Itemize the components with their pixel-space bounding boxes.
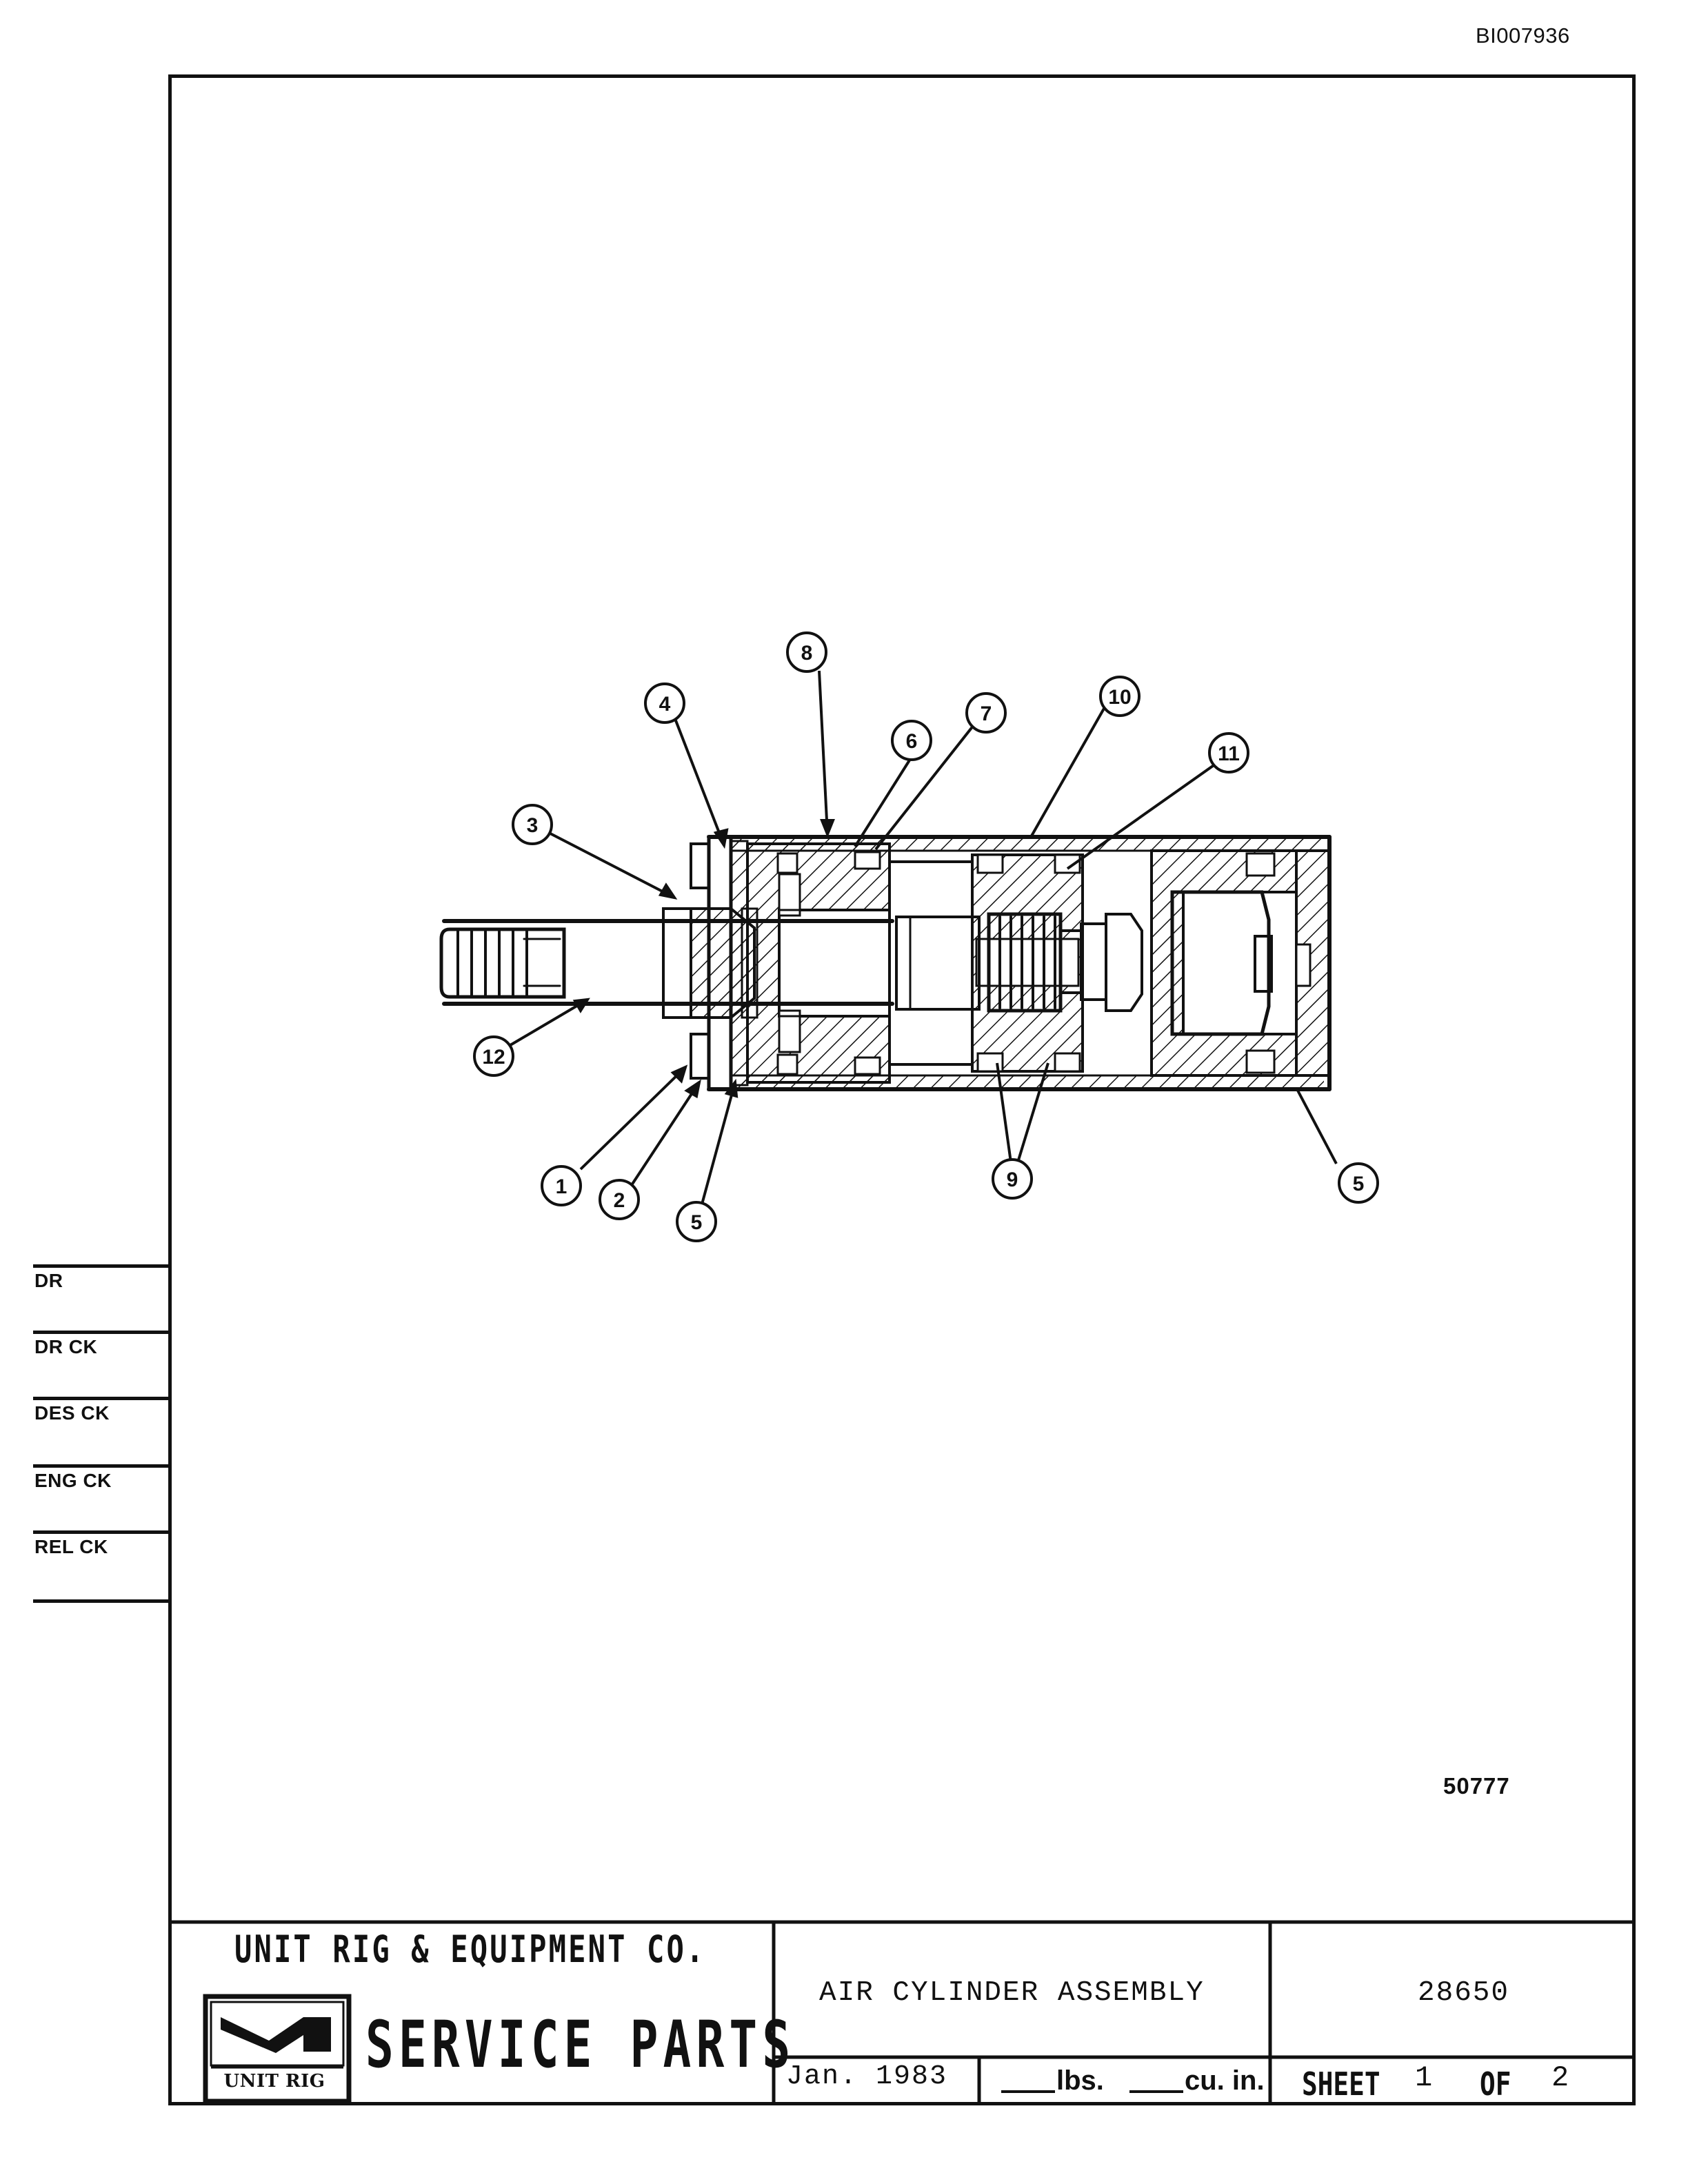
signoff-line xyxy=(33,1599,171,1603)
of-label: OF xyxy=(1480,2065,1511,2103)
logo-text: UNIT RIG xyxy=(223,2071,325,2092)
callout-3: 3 xyxy=(527,814,539,837)
title-block-lines xyxy=(168,1920,1636,2104)
callout-7: 7 xyxy=(981,702,992,725)
signoff-rel-ck: REL CK xyxy=(34,1536,108,1557)
sheet-number: 1 xyxy=(1415,2061,1433,2094)
drawing-number: 50777 xyxy=(1443,1773,1510,1799)
assembly-title: AIR CYLINDER ASSEMBLY xyxy=(819,1977,1205,2009)
callout-8: 8 xyxy=(801,642,813,665)
callout-6: 6 xyxy=(906,730,918,753)
callout-10: 10 xyxy=(1108,686,1131,709)
callout-12: 12 xyxy=(482,1046,505,1069)
signoff-dr: DR xyxy=(34,1270,63,1291)
callout-11: 11 xyxy=(1218,742,1240,765)
unit-rig-logo xyxy=(203,1994,352,2104)
callout-leaders xyxy=(509,670,1338,1210)
volume-label: cu. in. xyxy=(1185,2065,1265,2096)
service-parts-heading: SERVICE PARTS xyxy=(365,2008,796,2083)
callout-9: 9 xyxy=(1007,1169,1018,1191)
callout-4: 4 xyxy=(659,693,671,716)
sheet-total: 2 xyxy=(1551,2061,1569,2094)
signoff-line xyxy=(33,1264,171,1268)
document-id: BI007936 xyxy=(1476,23,1570,48)
callout-5-left: 5 xyxy=(691,1211,703,1234)
callout-balloons xyxy=(473,631,1379,1242)
signoff-line xyxy=(33,1331,171,1334)
signoff-eng-ck: ENG CK xyxy=(34,1470,112,1491)
callout-numbers: 8 4 6 7 10 11 3 12 1 2 5 9 5 xyxy=(482,642,1364,1234)
weight-label: lbs. xyxy=(1056,2065,1104,2096)
signoff-dr-ck: DR CK xyxy=(34,1336,98,1357)
callout-2: 2 xyxy=(614,1189,625,1212)
company-name: UNIT RIG & EQUIPMENT CO. xyxy=(234,1928,706,1971)
drawing-frame xyxy=(168,74,1636,2105)
callout-5-right: 5 xyxy=(1353,1173,1365,1195)
signoff-line xyxy=(33,1397,171,1400)
signoff-des-ck: DES CK xyxy=(34,1402,110,1424)
signoff-line xyxy=(33,1464,171,1468)
signoff-line xyxy=(33,1530,171,1534)
part-number: 28650 xyxy=(1418,1977,1510,2009)
sheet-label: SHEET xyxy=(1302,2065,1380,2103)
cylinder-cross-section xyxy=(439,835,1332,1091)
callout-1: 1 xyxy=(556,1175,567,1198)
issue-date: Jan. 1983 xyxy=(786,2061,948,2092)
